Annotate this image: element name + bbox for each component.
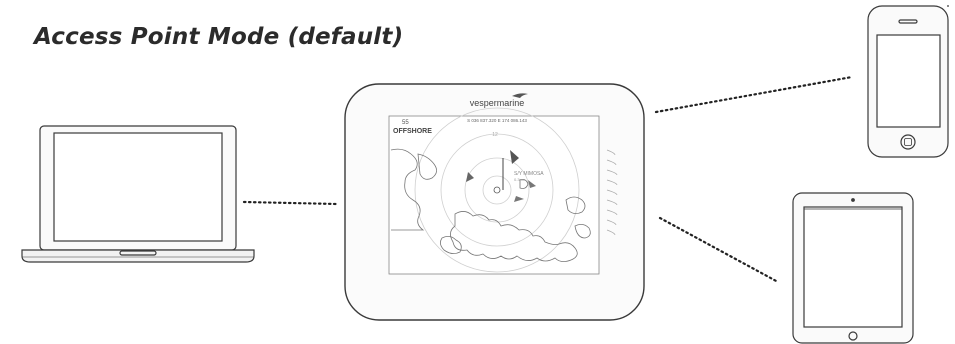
vesper-device: vespermarine — [344, 83, 645, 321]
own-vessel-icon — [510, 150, 519, 164]
mode-label: OFFSHORE — [393, 128, 432, 135]
position-readout: S 036 837.320 E 174 086.143 — [467, 118, 527, 123]
target-vessel-icon — [466, 172, 474, 182]
link-phone — [654, 75, 854, 114]
diagram-title: Access Point Mode (default) — [34, 24, 404, 50]
tablet-icon — [792, 192, 914, 344]
radar-rings — [414, 107, 580, 273]
sail-icon — [512, 93, 528, 98]
brand-logo: vespermarine — [470, 98, 525, 108]
link-tablet — [658, 216, 780, 284]
bezel-marks — [606, 149, 618, 236]
link-laptop — [242, 200, 339, 206]
target-vessel-icon-3 — [514, 196, 524, 202]
vessel-name-label: S/Y MIMOSA — [514, 171, 544, 177]
ring-label: 12 — [492, 132, 498, 138]
smartphone-icon — [867, 5, 949, 158]
target-vessel-icon-2 — [528, 180, 536, 188]
coastline-map — [390, 148, 591, 262]
vessel-sub-label: 0.3nm — [514, 177, 526, 182]
laptop-icon — [21, 125, 255, 263]
range-label: 55 — [402, 120, 409, 126]
center-marker — [493, 186, 501, 194]
